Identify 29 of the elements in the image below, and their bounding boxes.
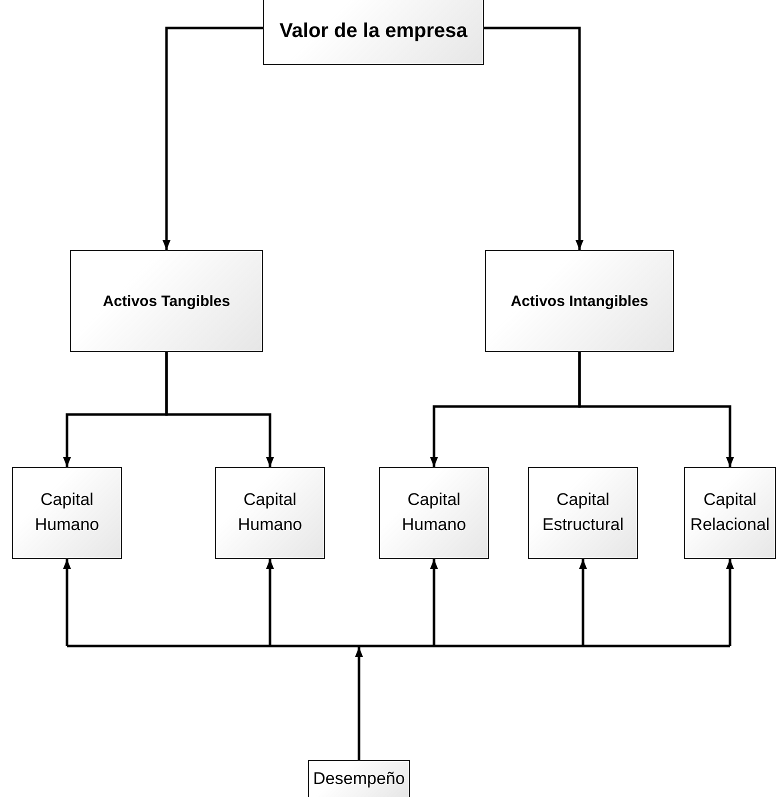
- process-box: [379, 467, 489, 559]
- arrow: [484, 26, 584, 250]
- process-box: [70, 250, 263, 352]
- arrow: [162, 26, 263, 250]
- box-label: Capital Humano: [236, 489, 304, 536]
- arrow: [579, 559, 587, 646]
- box-label: Activos Intangibles: [510, 292, 648, 310]
- process-box: [684, 467, 776, 559]
- arrow: [578, 352, 734, 467]
- arrow: [430, 559, 438, 646]
- arrow: [63, 559, 71, 646]
- process-box: [308, 760, 410, 797]
- arrow: [355, 647, 363, 760]
- process-box: [263, 0, 484, 65]
- box-label: Capital Humano: [34, 489, 100, 536]
- process-box: [485, 250, 674, 352]
- box-label: Capital Relacional: [689, 489, 771, 536]
- arrow: [165, 352, 274, 467]
- box-label: Capital Humano: [400, 489, 468, 536]
- process-box: [215, 467, 325, 559]
- process-box: [528, 467, 638, 559]
- arrow: [726, 559, 734, 646]
- box-label: Capital Estructural: [541, 489, 625, 536]
- box-label: Desempeño: [313, 769, 405, 789]
- box-label: Valor de la empresa: [280, 20, 468, 43]
- connector-line: [67, 644, 730, 648]
- process-box: [12, 467, 122, 559]
- arrow: [266, 559, 274, 646]
- box-label: Activos Tangibles: [102, 292, 230, 310]
